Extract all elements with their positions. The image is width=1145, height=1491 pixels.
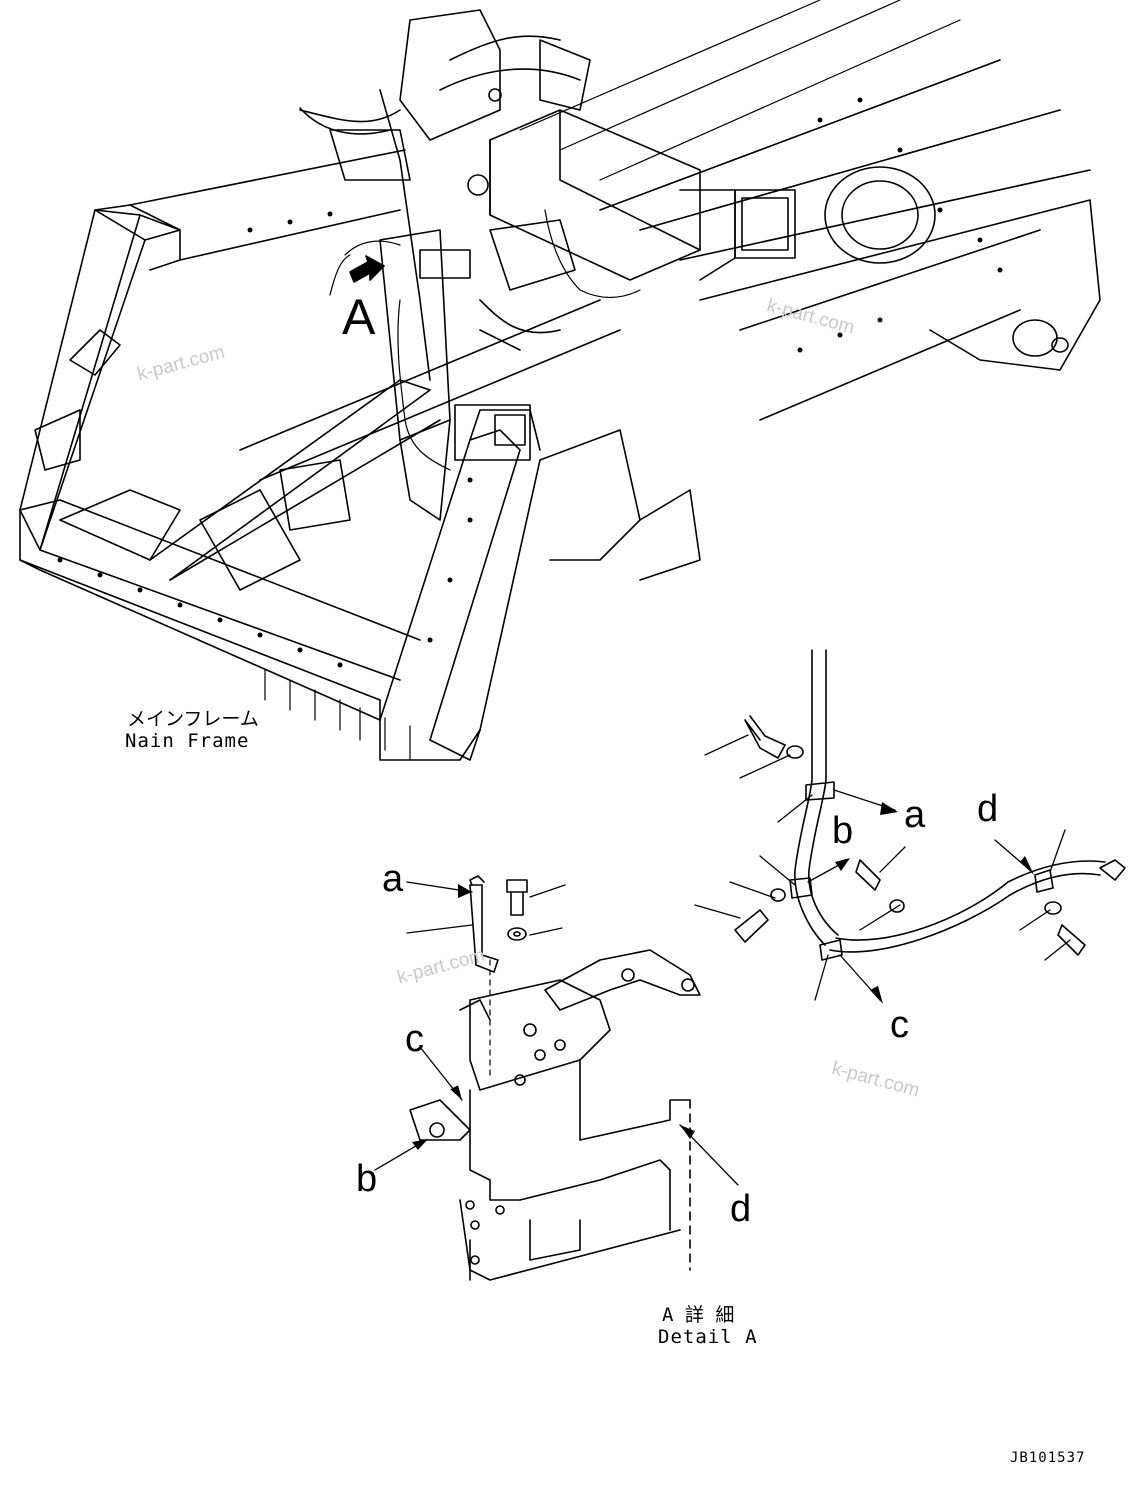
callout-letter-a: A: [342, 289, 376, 345]
bracket-ref-c: c: [405, 1018, 424, 1060]
detail-a-bracket: [409, 875, 701, 1281]
bracket-ref-a: a: [382, 858, 404, 900]
harness-arrowheads: [835, 802, 1034, 1004]
main-frame-label-en: Nain Frame: [125, 730, 250, 752]
main-frame-assembly: [19, 0, 1101, 761]
harness-ref-b: b: [832, 810, 854, 852]
harness-ref-c: c: [890, 1004, 909, 1046]
harness-ref-d: d: [977, 788, 999, 830]
bracket-arrowheads: [412, 884, 695, 1150]
drawing-number: JB101537: [1010, 1450, 1086, 1466]
bracket-ref-b: b: [356, 1158, 378, 1200]
detail-label-jp: A 詳 細: [662, 1304, 735, 1326]
main-frame-label-jp: メインフレーム: [127, 708, 259, 730]
bracket-ref-d: d: [730, 1188, 752, 1230]
detail-label-en: Detail A: [658, 1326, 758, 1348]
harness-ref-a: a: [904, 794, 926, 836]
harness-leaders: [694, 734, 1071, 1001]
detail-a-harness: [734, 649, 1126, 961]
